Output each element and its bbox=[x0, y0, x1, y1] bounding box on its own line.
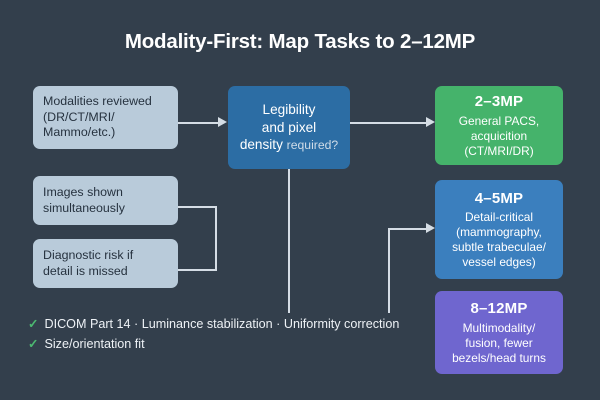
outcome-desc-line: subtle trabeculae/ bbox=[452, 240, 546, 255]
outcome-description: Multimodality/ fusion, fewer bezels/head… bbox=[452, 321, 546, 366]
input-line: Modalities reviewed bbox=[43, 93, 152, 108]
input-box-images-shown-simultaneously: Images shown simultaneously bbox=[33, 176, 178, 225]
connector-diagnostic-risk-stub bbox=[178, 269, 216, 271]
outcome-description: Detail-critical (mammography, subtle tra… bbox=[452, 210, 546, 270]
decision-box-legibility-pixel-density: Legibility and pixel density required? bbox=[228, 86, 350, 169]
outcome-desc-line: acquicition bbox=[470, 128, 528, 143]
page-title: Modality-First: Map Tasks to 2–12MP bbox=[124, 30, 476, 53]
arrowhead-decision-to-2-3mp bbox=[426, 117, 435, 127]
outcome-desc-line: bezels/head turns bbox=[452, 350, 546, 365]
connector-elbow-horizontal-to-4-5mp bbox=[388, 228, 427, 230]
input-line: detail is missed bbox=[43, 263, 128, 278]
outcome-desc-line: Multimodality/ bbox=[462, 320, 536, 335]
outcome-box-8-12mp: 8–12MP Multimodality/ fusion, fewer beze… bbox=[435, 291, 563, 374]
outcome-description: General PACS, acquicition (CT/MRI/DR) bbox=[459, 114, 539, 159]
checklist-item-label: DICOM Part 14 · Luminance stabilization … bbox=[44, 317, 400, 331]
connector-images-shown-stub bbox=[178, 206, 216, 208]
outcome-desc-line: vessel edges) bbox=[462, 255, 536, 270]
checklist-item: ✓ DICOM Part 14 · Luminance stabilizatio… bbox=[28, 314, 399, 334]
connector-elbow-vertical-to-4-5mp bbox=[388, 228, 390, 313]
decision-line-2: and pixel bbox=[261, 119, 317, 135]
decision-line-3-strong: density bbox=[239, 137, 283, 153]
connector-decision-to-2-3mp bbox=[350, 122, 427, 124]
decision-line-3: density required? bbox=[240, 136, 338, 154]
outcome-mp-label: 2–3MP bbox=[474, 93, 524, 111]
outcome-desc-line: (CT/MRI/DR) bbox=[464, 143, 534, 158]
input-box-modalities-reviewed: Modalities reviewed (DR/CT/MRI/ Mammo/et… bbox=[33, 86, 178, 149]
check-icon: ✓ bbox=[28, 337, 39, 352]
arrowhead-modalities-to-decision bbox=[218, 117, 227, 127]
decision-line-1: Legibility bbox=[262, 102, 316, 118]
check-icon: ✓ bbox=[28, 317, 39, 331]
outcome-desc-line: fusion, fewer bbox=[465, 335, 533, 350]
outcome-desc-line: (mammography, bbox=[456, 225, 542, 240]
connector-decision-down-trunk bbox=[288, 169, 290, 313]
connector-modalities-to-decision bbox=[178, 122, 219, 124]
input-line: Diagnostic risk if bbox=[43, 247, 134, 262]
outcome-desc-line: Detail-critical bbox=[464, 210, 534, 225]
input-line: Mammo/etc.) bbox=[43, 125, 116, 140]
arrowhead-elbow-to-4-5mp bbox=[426, 223, 435, 233]
outcome-mp-label: 8–12MP bbox=[470, 300, 528, 318]
input-box-diagnostic-risk: Diagnostic risk if detail is missed bbox=[33, 239, 178, 288]
footer-checklist: ✓ DICOM Part 14 · Luminance stabilizatio… bbox=[28, 314, 399, 355]
outcome-mp-label: 4–5MP bbox=[474, 189, 524, 207]
decision-line-3-soft: required? bbox=[286, 138, 339, 153]
input-line: simultaneously bbox=[43, 200, 125, 215]
input-line: Images shown bbox=[43, 184, 123, 199]
checklist-item: ✓ Size/orientation fit bbox=[28, 334, 399, 354]
outcome-box-4-5mp: 4–5MP Detail-critical (mammography, subt… bbox=[435, 180, 563, 279]
outcome-box-2-3mp: 2–3MP General PACS, acquicition (CT/MRI/… bbox=[435, 86, 563, 165]
connector-left-merge-vertical bbox=[215, 206, 217, 271]
checklist-item-label: Size/orientation fit bbox=[44, 337, 145, 352]
input-line: (DR/CT/MRI/ bbox=[43, 109, 115, 124]
outcome-desc-line: General PACS, bbox=[458, 113, 540, 128]
